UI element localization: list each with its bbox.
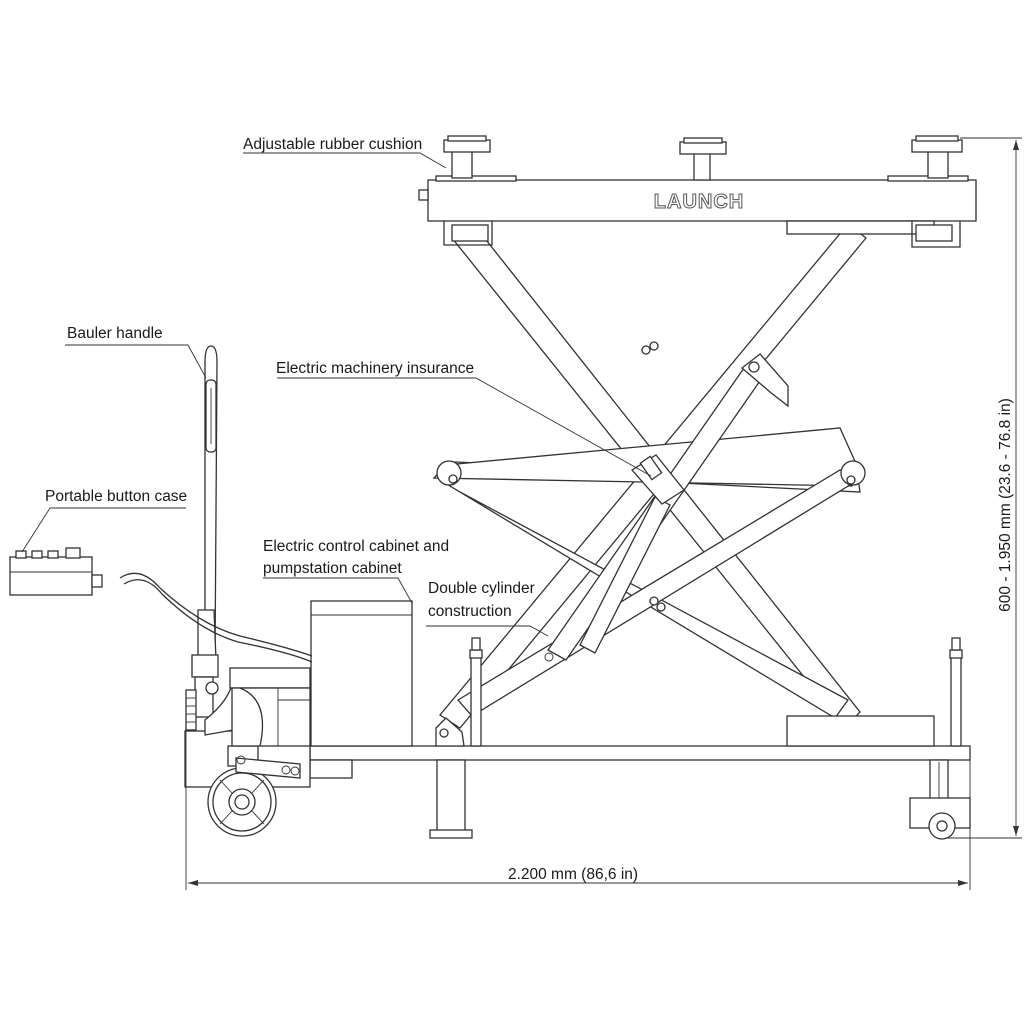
brand-logo: LAUNCH bbox=[654, 191, 744, 213]
control-hose bbox=[119, 572, 313, 657]
base-support-foot bbox=[429, 759, 473, 839]
label-control-cabinet-line1: Electric control cabinet and bbox=[263, 538, 449, 555]
safety-post-left bbox=[469, 637, 483, 747]
label-double-cylinder-line1: Double cylinder bbox=[428, 580, 535, 597]
front-steering-wheel bbox=[207, 745, 301, 837]
pump-station bbox=[229, 667, 311, 747]
base-frame bbox=[184, 730, 971, 788]
label-electric-insurance: Electric machinery insurance bbox=[276, 360, 474, 377]
dimension-height: 600 - 1.950 mm (23.6 - 76.8 in) bbox=[945, 137, 1022, 839]
label-double-cylinder-line2: construction bbox=[428, 603, 512, 620]
label-button-case: Portable button case bbox=[45, 488, 187, 505]
dimension-height-label: 600 - 1.950 mm (23.6 - 76.8 in) bbox=[997, 398, 1014, 612]
label-rubber-cushion: Adjustable rubber cushion bbox=[243, 136, 422, 153]
dimension-length-label: 2.200 mm (86,6 in) bbox=[508, 866, 638, 883]
dimension-length: 2.200 mm (86,6 in) bbox=[185, 731, 971, 890]
electric-control-cabinet bbox=[310, 600, 413, 747]
rubber-cushion-right bbox=[887, 135, 969, 182]
rubber-cushion-left bbox=[435, 135, 517, 182]
label-bauler-handle: Bauler handle bbox=[67, 325, 163, 342]
portable-button-case bbox=[9, 547, 103, 596]
top-platform: LAUNCH bbox=[418, 179, 977, 248]
bauler-handle bbox=[185, 345, 234, 736]
scissor-pivots bbox=[436, 341, 866, 612]
control-hose-inner bbox=[123, 579, 313, 663]
rubber-cushion-middle bbox=[679, 137, 727, 181]
rear-caster-wheel bbox=[909, 759, 971, 840]
hydraulic-cylinder bbox=[544, 353, 789, 662]
scissor-base-block bbox=[435, 715, 935, 747]
annotations: Adjustable rubber cushion Bauler handle … bbox=[21, 136, 652, 637]
label-control-cabinet-line2: pumpstation cabinet bbox=[263, 560, 402, 577]
safety-post-right bbox=[949, 637, 963, 747]
